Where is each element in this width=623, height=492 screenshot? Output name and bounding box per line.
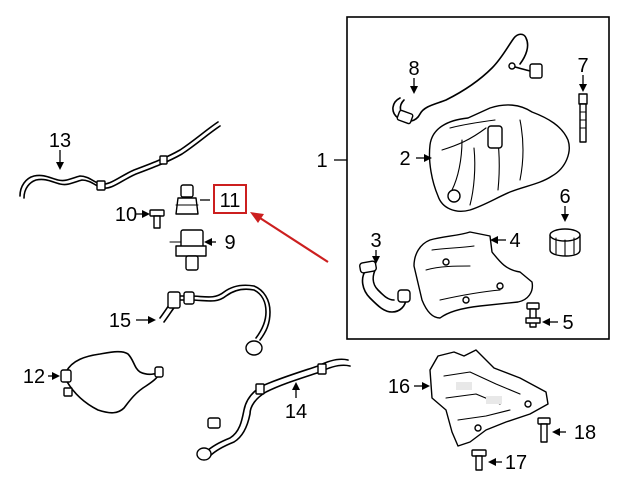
part-tank <box>428 104 570 212</box>
part-bracket <box>413 231 534 319</box>
part-hose-14 <box>196 358 351 461</box>
part-bolt-17 <box>471 449 487 471</box>
callout-3: 3 <box>370 230 381 252</box>
part-cap <box>549 228 581 257</box>
callout-9: 9 <box>224 232 235 254</box>
callout-2: 2 <box>399 148 410 170</box>
callout-4: 4 <box>509 230 520 252</box>
callout-17: 17 <box>505 452 527 474</box>
callout-15: 15 <box>109 310 131 332</box>
callout-7: 7 <box>577 55 588 77</box>
part-hose-15 <box>159 284 271 356</box>
part-sensor-harness <box>392 33 543 125</box>
part-tube-13 <box>19 121 221 199</box>
callout-10: 10 <box>115 204 137 226</box>
part-wire-12 <box>60 350 164 414</box>
callout-11: 11 <box>220 190 241 212</box>
part-bolt-10 <box>149 209 165 229</box>
callout-1: 1 <box>316 150 327 172</box>
assembly-box <box>346 16 610 340</box>
callout-6: 6 <box>559 186 570 208</box>
part-valve-11 <box>175 184 199 215</box>
highlight-arrow <box>250 212 329 263</box>
callout-11-highlight-box <box>213 184 247 214</box>
part-solenoid-9 <box>169 229 207 271</box>
callout-18: 18 <box>574 422 596 444</box>
part-skid-bracket <box>429 349 549 447</box>
part-hose-3 <box>359 260 411 313</box>
callout-5: 5 <box>562 312 573 334</box>
callout-14: 14 <box>285 401 307 423</box>
callout-16: 16 <box>388 376 410 398</box>
part-bolt-18 <box>537 417 551 443</box>
part-bolt-5 <box>525 302 541 328</box>
callout-13: 13 <box>49 130 71 152</box>
part-long-stud <box>578 93 588 143</box>
callout-8: 8 <box>408 58 419 80</box>
callout-12: 12 <box>23 366 45 388</box>
